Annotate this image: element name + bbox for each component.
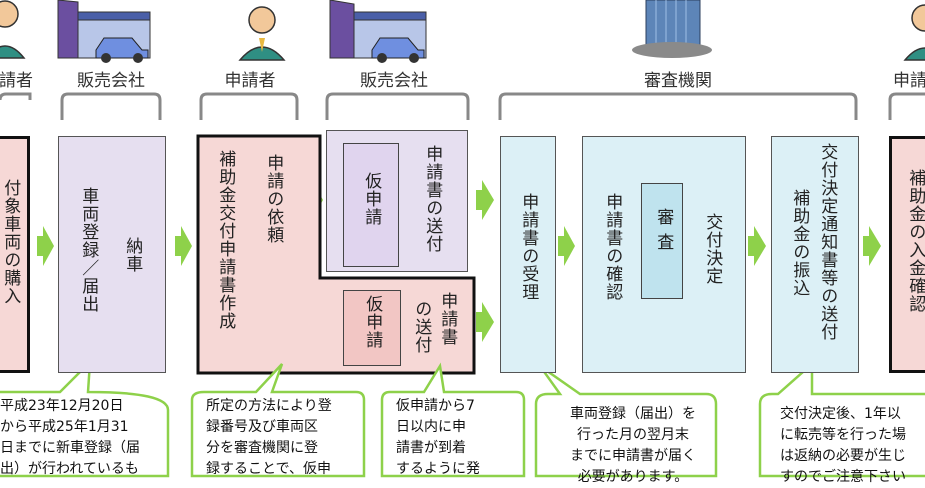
header-applicant-left: 請者 xyxy=(0,71,33,91)
note-bubble-2: 所定の方法により登 録番号及び車両区 分を審査機関に登 録することで、仮申 xyxy=(206,398,332,477)
review-text: 審査 xyxy=(653,208,674,258)
flow-arrow xyxy=(37,226,54,266)
note-bubble-3: 仮申請から7 日以内に申 請書が到着 するように発 xyxy=(396,398,480,477)
building-icon xyxy=(632,0,712,58)
receipt-text: 申請書の受理 xyxy=(518,193,539,301)
send-application-box: 仮申請 申請書の送付 xyxy=(326,130,468,272)
person-icon xyxy=(0,0,26,59)
deposit-box: 補助金の入金確認 xyxy=(889,136,925,373)
notice-text: 交付決定通知書等の送付 xyxy=(817,143,838,341)
provisional-application-inner-2: 仮申請 xyxy=(343,290,401,366)
note-bubble-4: 車両登録（届出）を 行った月の翌月末 までに申請書が届く 必要があります。 xyxy=(570,406,696,485)
flow-arrow xyxy=(476,302,494,342)
header-applicant-2: 申請者 xyxy=(224,71,276,91)
purchase-text: 付象車両の購入 xyxy=(0,179,21,305)
flow-arrow xyxy=(558,226,575,266)
review-inner-box: 審査 xyxy=(641,183,683,299)
confirm-text: 申請書の確認 xyxy=(602,193,623,301)
header-applicant-right: 申請 xyxy=(893,71,925,91)
car-dealer-icon xyxy=(57,0,151,63)
decision-text: 交付決定 xyxy=(702,213,723,285)
registration-delivery-box: 納車 車両登録／届出 xyxy=(58,136,166,373)
header-brackets xyxy=(0,92,925,120)
provisional-text-2: 仮申請 xyxy=(362,295,383,349)
deposit-text: 補助金の入金確認 xyxy=(905,169,925,313)
send-text-2a: 申請書 xyxy=(437,292,458,346)
note-bubble-1: 平成23年12月20日 から平成25年1月31 日までに新車登録（届 出）が行わ… xyxy=(0,398,140,477)
provisional-application-inner: 仮申請 xyxy=(343,143,399,267)
flow-arrow xyxy=(476,180,494,220)
request-text: 申請の依頼 xyxy=(263,154,284,244)
car-dealer-icon xyxy=(329,0,427,63)
provisional-text-1: 仮申請 xyxy=(361,172,382,226)
person-icon xyxy=(903,4,925,61)
header-sales-company-1: 販売会社 xyxy=(77,71,145,91)
header-sales-company-2: 販売会社 xyxy=(360,71,428,91)
flow-arrow xyxy=(863,226,881,266)
notice-box: 交付決定通知書等の送付 補助金の振込 xyxy=(771,136,859,373)
flow-arrow xyxy=(748,226,766,266)
send-text-1: 申請書の送付 xyxy=(422,145,443,253)
transfer-text: 補助金の振込 xyxy=(789,189,810,297)
person-icon xyxy=(238,6,286,61)
form-creation-text: 補助金交付申請書作成 xyxy=(215,150,236,330)
flow-arrow xyxy=(175,226,192,266)
review-box: 申請書の確認 審査 交付決定 xyxy=(582,136,746,373)
icon-layer xyxy=(0,0,925,478)
receipt-box: 申請書の受理 xyxy=(500,136,556,373)
applicant-l-box xyxy=(196,134,476,375)
send-text-2b: の送付 xyxy=(411,300,432,354)
purchase-box: 付象車両の購入 xyxy=(0,136,30,373)
delivery-text: 納車 xyxy=(122,237,143,273)
header-review-agency: 審査機関 xyxy=(644,71,712,91)
speech-bubbles xyxy=(0,358,925,478)
flow-arrows xyxy=(37,180,881,342)
registration-text: 車両登録／届出 xyxy=(78,187,99,313)
note-bubble-5: 交付決定後、1年以 に転売等を行った場 は返納の必要が生じ すのでご注意下さい xyxy=(780,406,906,485)
